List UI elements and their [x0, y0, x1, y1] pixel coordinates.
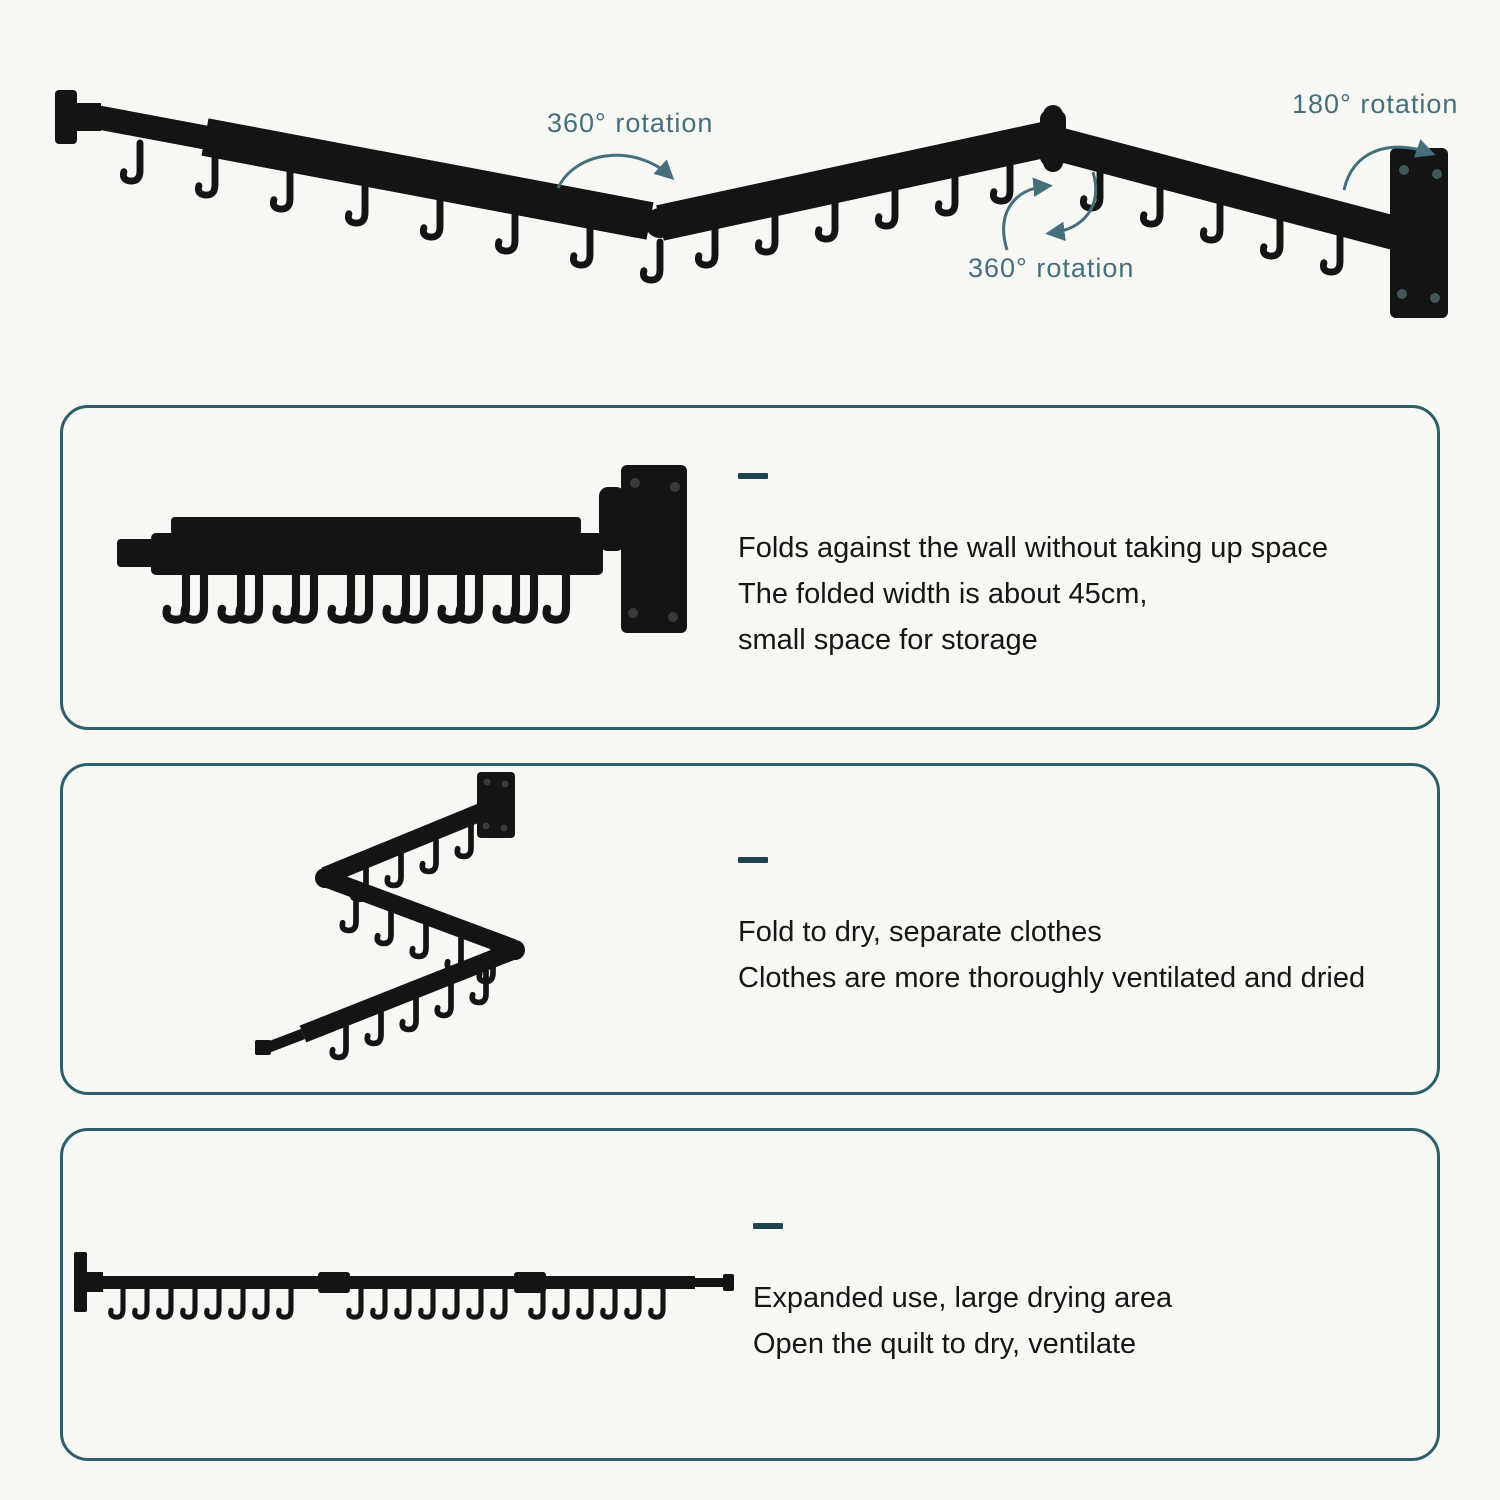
rotation-arrow-right: [1342, 139, 1436, 191]
hooks: [166, 575, 566, 620]
panel-image-zfold: [63, 764, 738, 1094]
annotation-360-rotation-center: 360° rotation: [968, 253, 1134, 283]
wall-mount-plate: [476, 772, 515, 838]
hinge-knuckle: [598, 486, 625, 551]
feature-text-line: Clothes are more thoroughly ventilated a…: [738, 962, 1366, 994]
feature-text-line: Expanded use, large drying area: [753, 1281, 1173, 1314]
dash-accent: [753, 1222, 783, 1229]
hooks-group-1: [111, 1289, 291, 1317]
feature-panel-zfold: Fold to dry, separate clothes Clothes ar…: [60, 763, 1440, 1095]
zfold-arm-3: [299, 941, 518, 1057]
rack-extended-illustration: [74, 1251, 734, 1350]
feature-text-line: The folded width is about 45cm,: [738, 577, 1148, 610]
panel-text-extended: Expanded use, large drying area Open the…: [753, 1222, 1437, 1367]
hooks-group-2: [349, 1289, 505, 1317]
rack-arm-left: [93, 105, 654, 265]
dash-accent: [738, 472, 768, 479]
feature-text-line: Fold to dry, separate clothes: [738, 916, 1102, 948]
zfold-arm-1: [321, 799, 494, 899]
panel-text-folded: Folds against the wall without taking up…: [738, 472, 1437, 663]
feature-text-line: Open the quilt to dry, ventilate: [753, 1327, 1137, 1360]
dash-accent: [738, 857, 768, 863]
hero-rack-illustration: 360° rotation 180° rotation 360° rotatio…: [55, 89, 1458, 318]
left-wall-bracket: [74, 1251, 103, 1312]
panel-text-zfold: Fold to dry, separate clothes Clothes ar…: [738, 857, 1437, 1001]
wall-mount-plate: [620, 464, 687, 633]
rack-folded-illustration: [116, 464, 687, 633]
folded-arms: [116, 516, 603, 575]
wall-mount-plate: [1390, 148, 1448, 318]
extended-bar: [103, 1271, 734, 1293]
rack-arm-right: [1053, 127, 1403, 272]
zfold-arm-2: [321, 869, 516, 981]
feature-panel-folded: Folds against the wall without taking up…: [60, 405, 1440, 730]
feature-text-line: small space for storage: [738, 623, 1038, 656]
hero-section: 360° rotation 180° rotation 360° rotatio…: [0, 0, 1500, 380]
rack-zfold-illustration: [254, 772, 525, 1094]
rack-arm-middle: [656, 121, 1052, 265]
annotation-360-rotation-left: 360° rotation: [547, 108, 713, 138]
feature-panel-extended: Expanded use, large drying area Open the…: [60, 1128, 1440, 1461]
rotation-arrow-center-down: [1045, 171, 1098, 242]
feature-text-line: Folds against the wall without taking up…: [738, 531, 1329, 564]
panel-image-extended: [63, 1240, 753, 1350]
hooks-group-3: [531, 1289, 663, 1317]
panel-image-folded: [63, 453, 738, 683]
left-end-bracket: [55, 90, 101, 144]
rotation-arrow-center-up: [1002, 177, 1053, 251]
rotation-arrow-left: [556, 153, 675, 189]
annotation-180-rotation: 180° rotation: [1292, 89, 1458, 119]
telescoping-tip: [254, 1028, 305, 1055]
